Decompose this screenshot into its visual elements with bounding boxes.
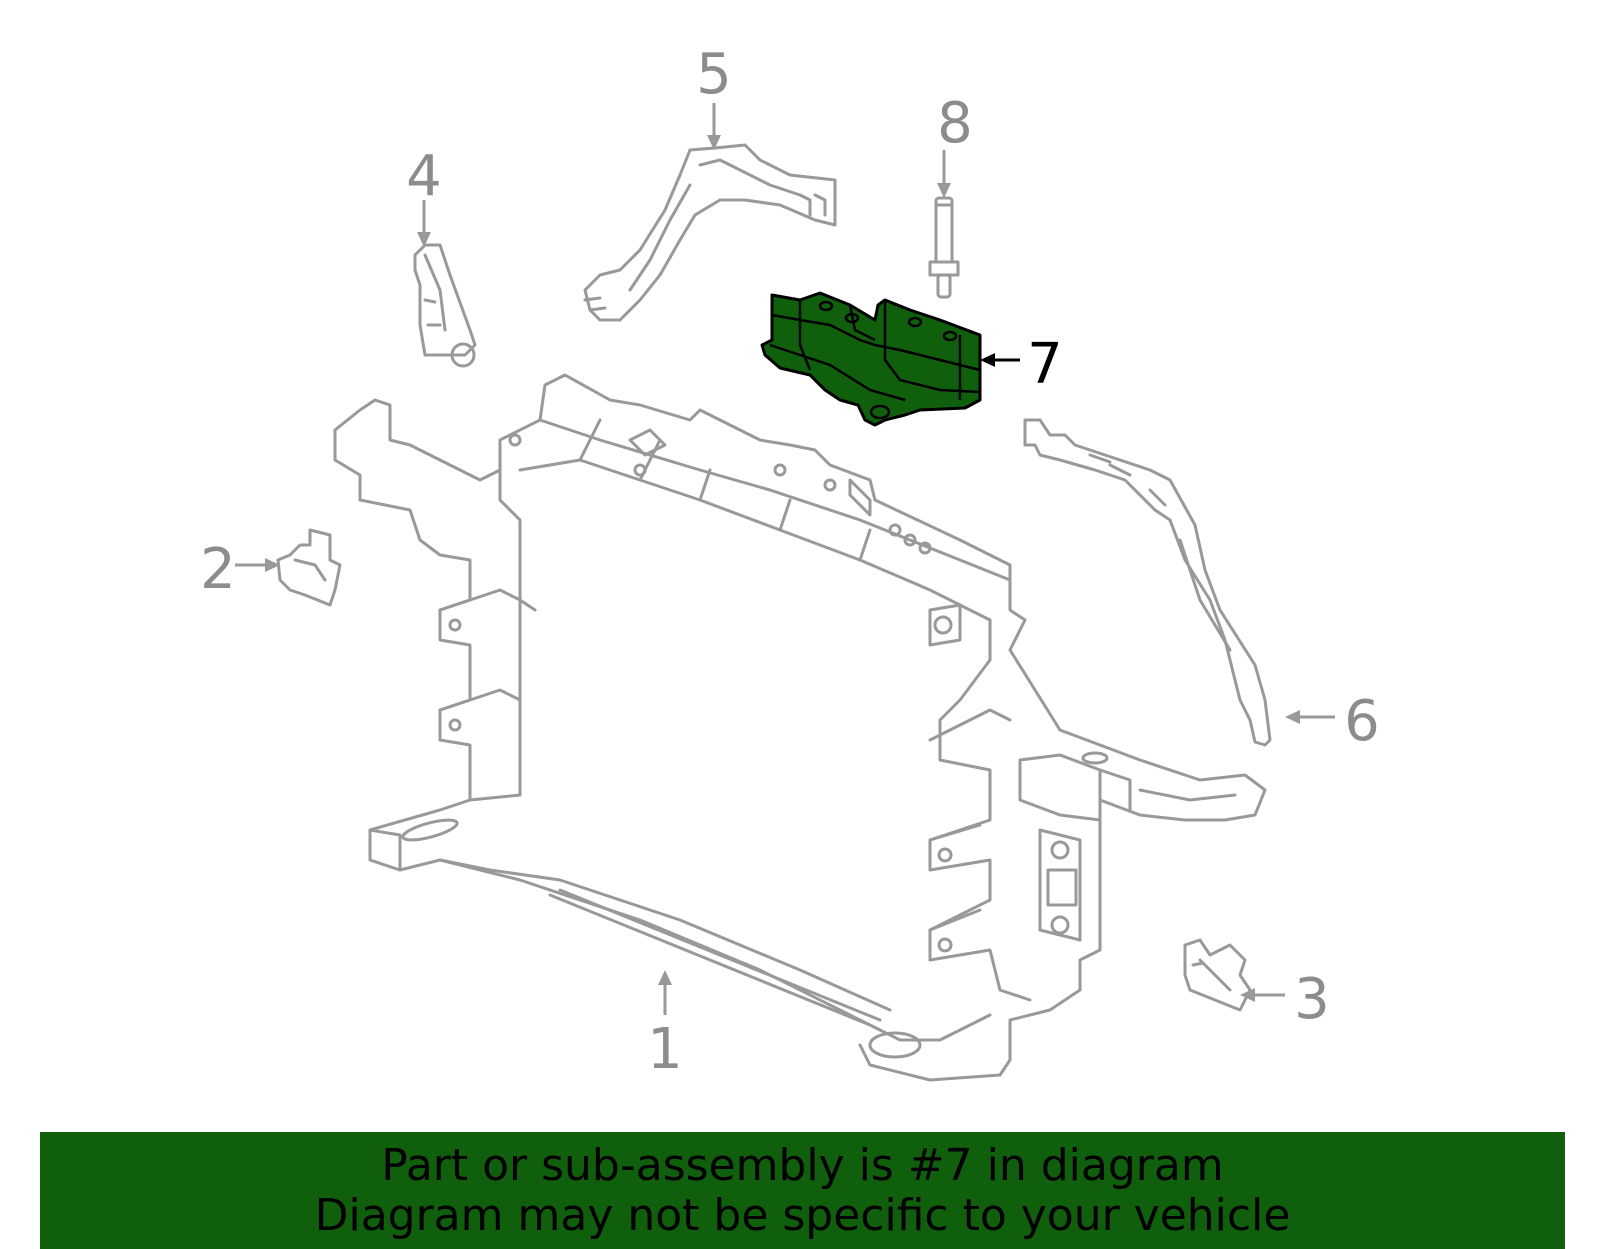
part-5-arm[interactable] [583, 143, 837, 322]
info-banner: Part or sub-assembly is #7 in diagram Di… [40, 1132, 1565, 1249]
callout-4: 4 [406, 144, 442, 209]
part-6-arm[interactable] [1023, 418, 1272, 747]
leader-lines [235, 103, 1335, 1015]
part-4-bracket[interactable] [413, 243, 477, 368]
callout-5: 5 [696, 42, 732, 107]
banner-line-1: Part or sub-assembly is #7 in diagram [381, 1140, 1224, 1191]
part-1-radiator-support[interactable] [333, 373, 1267, 1082]
part-8-bolt[interactable] [928, 196, 960, 299]
part-7-highlighted-bracket[interactable] [760, 291, 982, 427]
callout-2: 2 [200, 537, 236, 602]
parts-diagram: 1 2 3 4 5 6 7 8 [200, 42, 1380, 1082]
callout-8: 8 [937, 91, 973, 156]
banner-line-2: Diagram may not be specific to your vehi… [314, 1190, 1291, 1241]
callout-labels: 1 2 3 4 5 6 7 8 [200, 42, 1380, 1082]
callout-3: 3 [1294, 967, 1330, 1032]
part-3-bracket[interactable] [1183, 938, 1252, 1012]
callout-6: 6 [1344, 689, 1380, 754]
callout-1: 1 [647, 1017, 683, 1082]
part-2-bracket[interactable] [276, 528, 342, 607]
callout-7: 7 [1027, 332, 1063, 397]
